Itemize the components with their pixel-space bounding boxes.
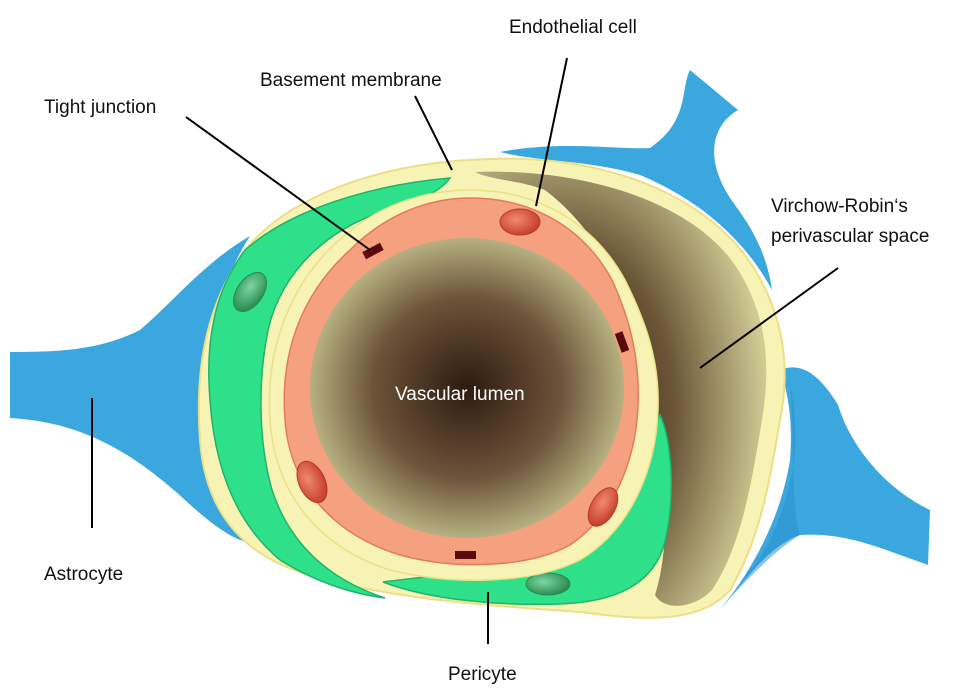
label-virchow-robin-line2: perivascular space [771,226,929,247]
label-astrocyte: Astrocyte [44,564,123,585]
leader-basement-membrane [415,96,452,170]
label-tight-junction: Tight junction [44,97,156,118]
label-endothelial-cell: Endothelial cell [509,17,637,38]
pericyte-nucleus-bottom [526,573,570,595]
endothelial-nucleus-top [500,209,540,235]
label-virchow-robin-line1: Virchow-Robin‘s [771,196,908,217]
label-vascular-lumen: Vascular lumen [395,384,525,405]
label-basement-membrane: Basement membrane [260,70,442,91]
tight-junction-bottom [455,551,476,559]
label-pericyte: Pericyte [448,664,517,685]
